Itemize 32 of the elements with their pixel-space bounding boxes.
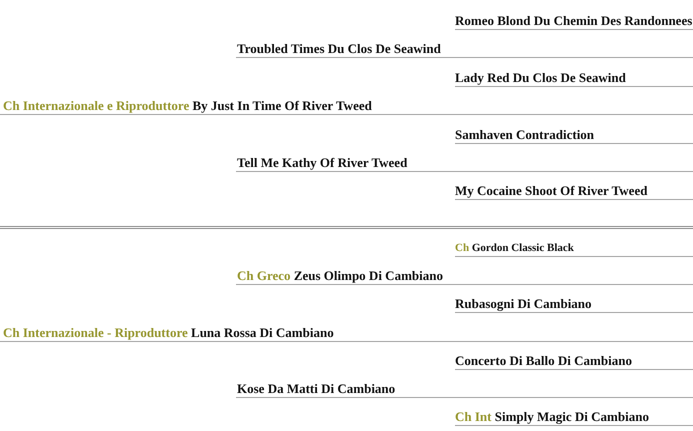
dog-name: Simply Magic Di Cambiano — [494, 409, 649, 424]
underlined-entry — [236, 381, 693, 398]
title-text: Ch Internazionale e Riproduttore — [3, 98, 190, 113]
title-text: Ch Int — [455, 409, 492, 424]
underlined-entry — [455, 70, 693, 87]
underlined-entry — [455, 240, 693, 257]
underlined-entry — [0, 325, 693, 342]
dog-name: Lady Red Du Clos De Seawind — [455, 70, 626, 85]
underlined-entry — [455, 409, 693, 426]
dog-name: Tell Me Kathy Of River Tweed — [237, 155, 408, 170]
dog-name: Rubasogni Di Cambiano — [455, 296, 592, 311]
dog-name: Concerto Di Ballo Di Cambiano — [455, 353, 632, 368]
underlined-entry — [236, 155, 693, 172]
dog-name: Romeo Blond Du Chemin Des Randonnees — [455, 13, 692, 28]
dog-name: Luna Rossa Di Cambiano — [191, 325, 334, 340]
underlined-entry — [236, 268, 693, 285]
dog-name: Zeus Olimpo Di Cambiano — [294, 268, 443, 283]
dog-name: Troubled Times Du Clos De Seawind — [237, 41, 441, 56]
title-text: Ch Internazionale - Riproduttore — [3, 325, 188, 340]
title-text: Ch — [455, 242, 470, 254]
dog-name: Gordon Classic Black — [472, 242, 574, 254]
underlined-entry — [455, 183, 693, 200]
underlined-entry — [0, 98, 693, 115]
underlined-entry — [455, 127, 693, 144]
title-text: Ch Greco — [237, 268, 291, 283]
dog-name: My Cocaine Shoot Of River Tweed — [455, 183, 648, 198]
underlined-entry — [455, 353, 693, 370]
dog-name: By Just In Time Of River Tweed — [192, 98, 372, 113]
underlined-entry — [236, 41, 693, 58]
dog-name: Samhaven Contradiction — [455, 127, 594, 142]
underlined-entry — [455, 296, 693, 313]
dog-name: Kose Da Matti Di Cambiano — [237, 381, 396, 396]
